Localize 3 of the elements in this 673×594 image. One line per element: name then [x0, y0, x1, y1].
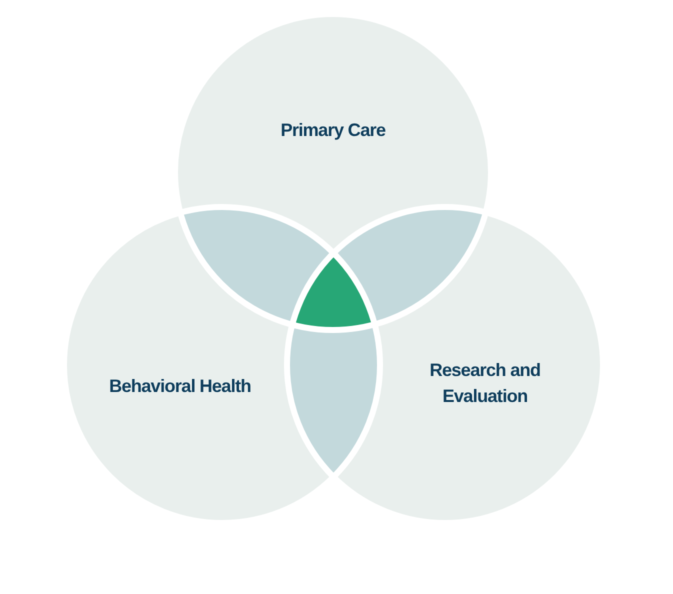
circle-label: Primary Care: [253, 117, 413, 143]
circle-label: Behavioral Health: [95, 373, 265, 399]
circle-label: Research and Evaluation: [425, 357, 545, 409]
